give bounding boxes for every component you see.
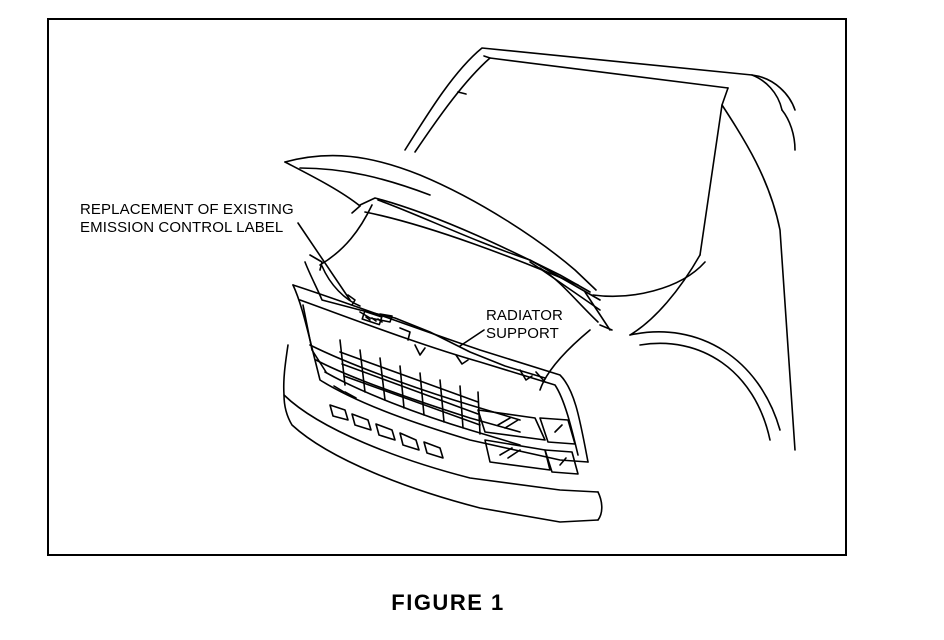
callout-emission-line2: EMISSION CONTROL LABEL [80,219,284,236]
callout-radiator-line1: RADIATOR [486,307,563,324]
hood-open [284,154,597,293]
figure-caption: FIGURE 1 [391,590,505,615]
leader-radiator-support [459,329,485,347]
callout-radiator-support: RADIATOR SUPPORT [486,307,563,343]
grille [292,284,589,463]
callout-emission-line1: REPLACEMENT OF EXISTING [80,201,294,218]
leader-emission-label [297,222,351,301]
windshield [404,47,796,256]
radiator-support [304,254,546,383]
engine-compartment [319,199,611,331]
front-bumper [282,344,603,523]
callout-leaders [297,222,485,347]
callout-emission-control-label: REPLACEMENT OF EXISTING EMISSION CONTROL… [80,201,294,237]
headlamps [477,409,579,475]
callout-radiator-line2: SUPPORT [486,325,559,342]
van-body-side [539,104,796,451]
